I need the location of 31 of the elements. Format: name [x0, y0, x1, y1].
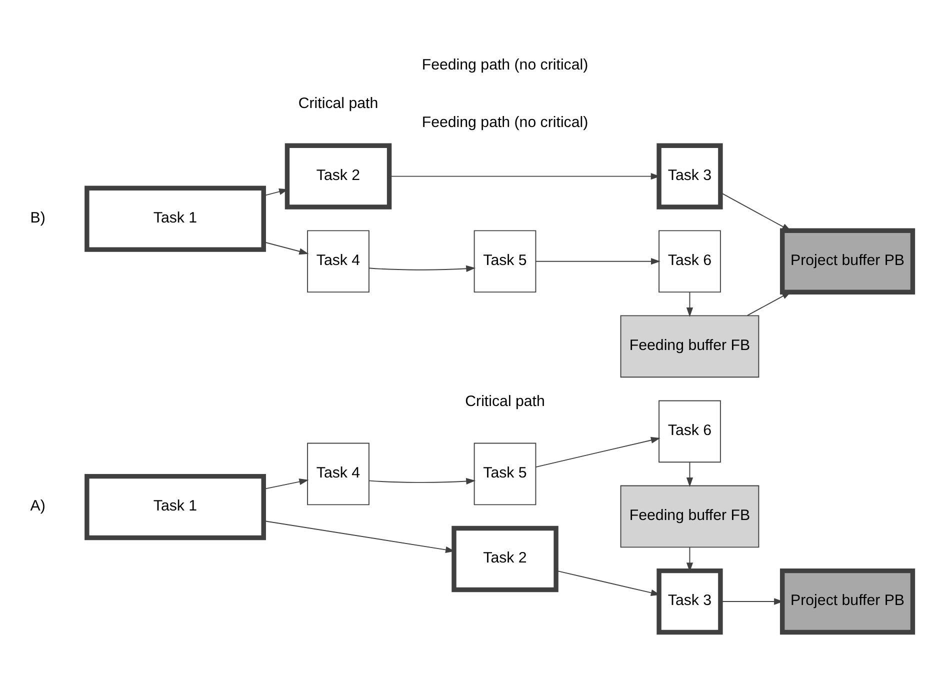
node-box: Task 1	[84, 186, 266, 252]
arrow	[686, 462, 694, 488]
node-box: Feeding buffer FB	[620, 485, 760, 548]
node-box: Task 2	[452, 526, 558, 592]
label: Critical path	[298, 95, 378, 112]
label: Critical path	[465, 392, 545, 410]
arrow	[720, 192, 792, 232]
node-box: Task 4	[307, 230, 370, 293]
arrow	[686, 292, 694, 317]
label: Feeding path (no critical)	[422, 114, 588, 132]
node-box: Task 4	[307, 442, 370, 506]
node-box: Task 2	[284, 143, 392, 210]
node-box: Task 6	[658, 230, 721, 293]
arrow	[368, 265, 476, 272]
arrow	[263, 478, 309, 490]
node-box: Feeding buffer FB	[620, 315, 760, 378]
arrow	[535, 436, 660, 468]
label: B)	[30, 209, 46, 226]
arrow	[263, 242, 309, 255]
node-box: Project buffer PB	[780, 228, 916, 294]
node-box: Task 1	[84, 474, 266, 540]
node-box: Task 3	[656, 568, 723, 635]
arrow	[368, 478, 476, 485]
node-box: Project buffer PB	[780, 568, 916, 635]
label: A)	[30, 498, 46, 515]
node-box: Task 3	[656, 143, 723, 210]
label: Feeding path (no critical)	[422, 56, 588, 74]
arrow	[535, 258, 660, 265]
node-box: Task 6	[658, 400, 721, 463]
node-box: Task 5	[474, 230, 536, 293]
node-box: Task 5	[474, 442, 536, 506]
